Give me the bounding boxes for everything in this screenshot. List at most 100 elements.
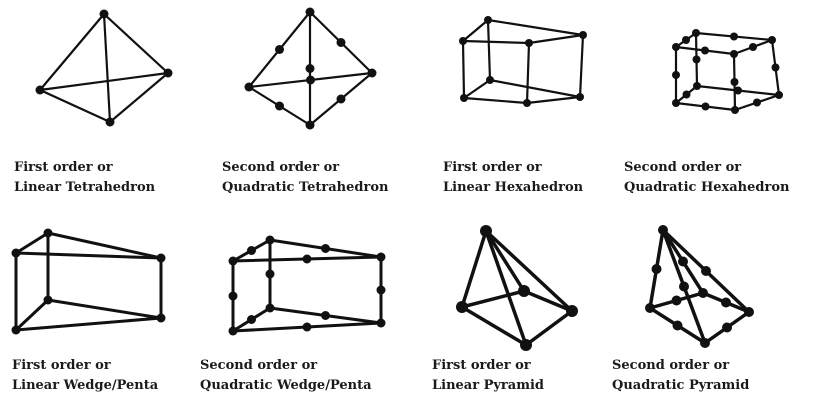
caption-line-2: Linear Pyramid — [432, 378, 544, 393]
node — [692, 29, 700, 37]
node — [376, 252, 386, 262]
node — [247, 246, 256, 255]
edge — [578, 33, 585, 99]
node — [753, 98, 761, 107]
caption-linear-hexahedron: First order or Linear Hexahedron — [443, 158, 583, 198]
edge — [460, 289, 526, 309]
node — [321, 244, 330, 253]
node — [678, 256, 688, 267]
node — [459, 37, 467, 45]
edge — [460, 229, 488, 309]
node — [658, 225, 668, 235]
linear-hexahedron-shape — [459, 16, 587, 107]
caption-line-1: Second order or — [612, 358, 730, 373]
node — [228, 291, 238, 301]
node — [486, 76, 494, 84]
edge — [461, 18, 490, 43]
linear-wedge-penta-shape — [11, 228, 166, 335]
node — [672, 320, 683, 331]
node — [698, 288, 708, 298]
caption-quadratic-wedge-penta: Second order or Quadratic Wedge/Penta — [200, 356, 372, 396]
node — [265, 235, 275, 245]
node — [156, 313, 166, 323]
node — [520, 339, 532, 351]
node — [305, 7, 315, 17]
node — [775, 91, 783, 99]
quadratic-tetrahedron-shape — [244, 7, 377, 130]
node — [302, 254, 312, 264]
node — [671, 295, 682, 306]
caption-quadratic-tetrahedron: Second order or Quadratic Tetrahedron — [222, 158, 388, 198]
node — [228, 326, 238, 336]
edge — [108, 71, 170, 124]
node — [768, 36, 776, 44]
node — [518, 285, 530, 297]
edge — [484, 229, 574, 313]
quadratic-pyramid-shape — [645, 225, 754, 348]
linear-pyramid-shape — [456, 225, 578, 351]
node — [306, 75, 315, 85]
node — [672, 99, 680, 107]
node — [744, 307, 754, 317]
node — [275, 45, 284, 54]
node — [722, 322, 732, 333]
node — [376, 318, 386, 328]
edge — [102, 12, 112, 124]
edge — [38, 88, 112, 124]
node — [645, 303, 655, 313]
node — [305, 64, 315, 73]
node — [679, 281, 689, 292]
edge — [46, 298, 163, 320]
node — [566, 305, 578, 317]
caption-line-1: First order or — [432, 358, 531, 373]
node — [771, 63, 780, 72]
caption-line-2: Linear Wedge/Penta — [12, 378, 159, 393]
node — [11, 248, 21, 258]
caption-line-2: Quadratic Pyramid — [612, 378, 750, 393]
caption-line-2: Linear Hexahedron — [443, 180, 584, 195]
node — [480, 225, 492, 237]
edge — [14, 231, 50, 255]
node — [244, 82, 254, 92]
edge — [525, 41, 531, 105]
edge — [462, 96, 529, 105]
node — [651, 264, 662, 274]
node — [43, 295, 53, 305]
edge — [522, 289, 574, 313]
node — [672, 71, 680, 79]
node — [460, 94, 468, 102]
node — [576, 93, 584, 101]
node — [265, 269, 275, 279]
node — [376, 285, 386, 295]
edge — [462, 78, 492, 100]
node — [701, 102, 710, 111]
node — [721, 297, 731, 308]
node — [228, 256, 238, 266]
node — [105, 117, 115, 127]
edge — [46, 231, 163, 260]
node — [456, 301, 468, 313]
node — [731, 106, 739, 114]
node — [693, 82, 701, 90]
node — [336, 94, 346, 104]
edge — [486, 18, 492, 82]
node — [579, 31, 587, 39]
caption-line-2: Quadratic Wedge/Penta — [200, 378, 372, 393]
node — [701, 266, 711, 276]
node — [523, 99, 531, 107]
caption-line-1: Second order or — [200, 358, 318, 373]
node — [35, 85, 45, 95]
node — [484, 16, 492, 24]
node — [305, 120, 315, 130]
caption-linear-wedge-penta: First order or Linear Wedge/Penta — [12, 356, 158, 396]
quadratic-wedge-penta-shape — [228, 235, 386, 336]
node — [156, 253, 166, 263]
node — [11, 325, 21, 335]
edge — [14, 316, 163, 332]
node — [163, 68, 173, 78]
node — [701, 46, 709, 55]
caption-quadratic-pyramid: Second order or Quadratic Pyramid — [612, 356, 749, 396]
edge — [524, 309, 574, 347]
node — [265, 303, 275, 313]
